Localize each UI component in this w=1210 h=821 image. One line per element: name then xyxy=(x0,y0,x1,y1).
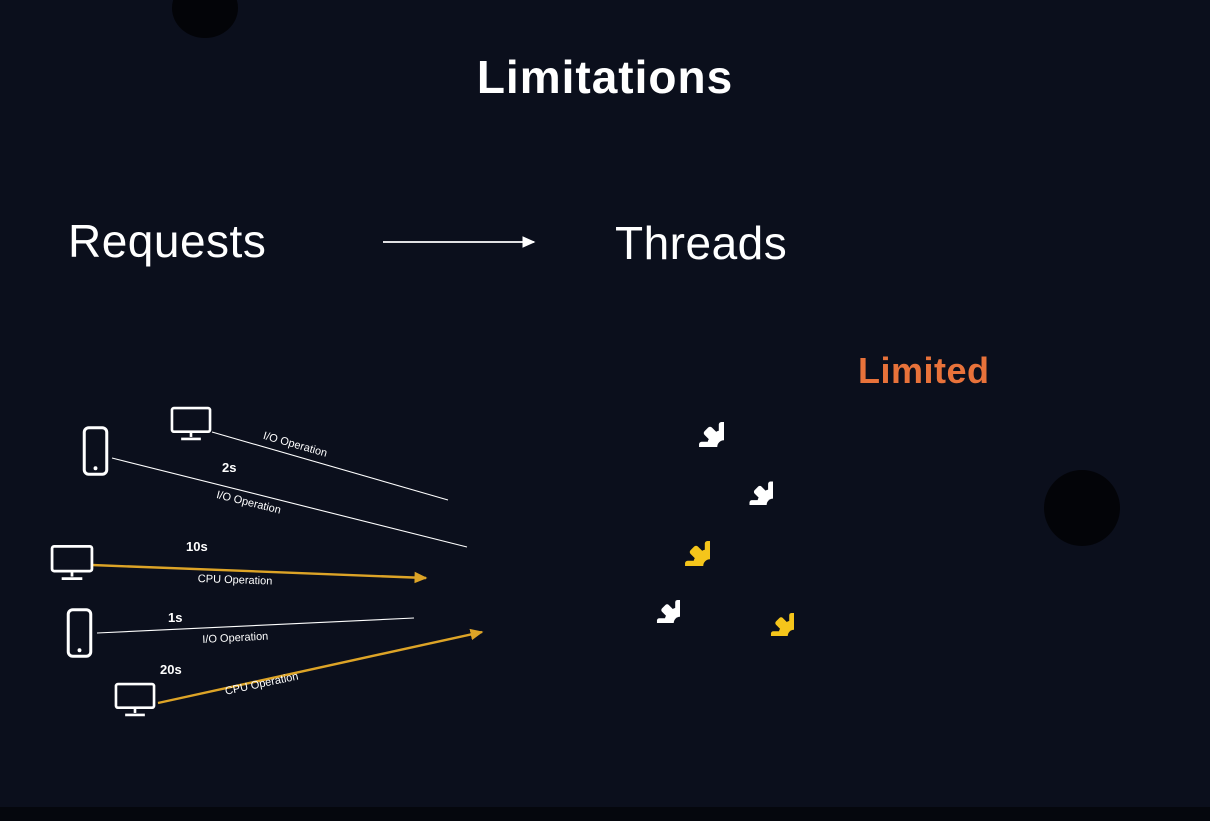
request-operation: I/O Operation xyxy=(202,630,269,646)
gear-icon xyxy=(724,456,773,505)
background-blob-top xyxy=(172,0,238,38)
gear-icon xyxy=(746,588,794,636)
request-operation: I/O Operation xyxy=(215,489,283,517)
phone-icon xyxy=(66,607,93,659)
request-line-io-2 xyxy=(111,457,468,548)
request-operation: CPU Operation xyxy=(197,573,273,588)
threads-heading: Threads xyxy=(615,217,788,269)
limited-label: Limited xyxy=(858,350,990,391)
request-line-io-1 xyxy=(211,431,449,501)
request-duration: 20s xyxy=(160,662,182,677)
request-duration: 2s xyxy=(222,460,237,475)
monitor-icon xyxy=(114,682,156,719)
request-operation: CPU Operation xyxy=(224,670,300,698)
request-duration: 10s xyxy=(186,539,208,554)
gear-icon xyxy=(672,395,724,447)
slide-title: Limitations xyxy=(476,51,734,103)
gear-icon xyxy=(632,575,680,623)
bottom-band xyxy=(0,807,1210,821)
monitor-icon xyxy=(170,406,212,443)
request-operation: I/O Operation xyxy=(261,430,329,460)
monitor-icon xyxy=(50,544,94,583)
requests-heading: Requests xyxy=(68,215,267,267)
gear-icon xyxy=(658,514,710,566)
background-blob-right xyxy=(1044,470,1120,546)
phone-icon xyxy=(82,425,109,477)
request-duration: 1s xyxy=(168,610,183,625)
